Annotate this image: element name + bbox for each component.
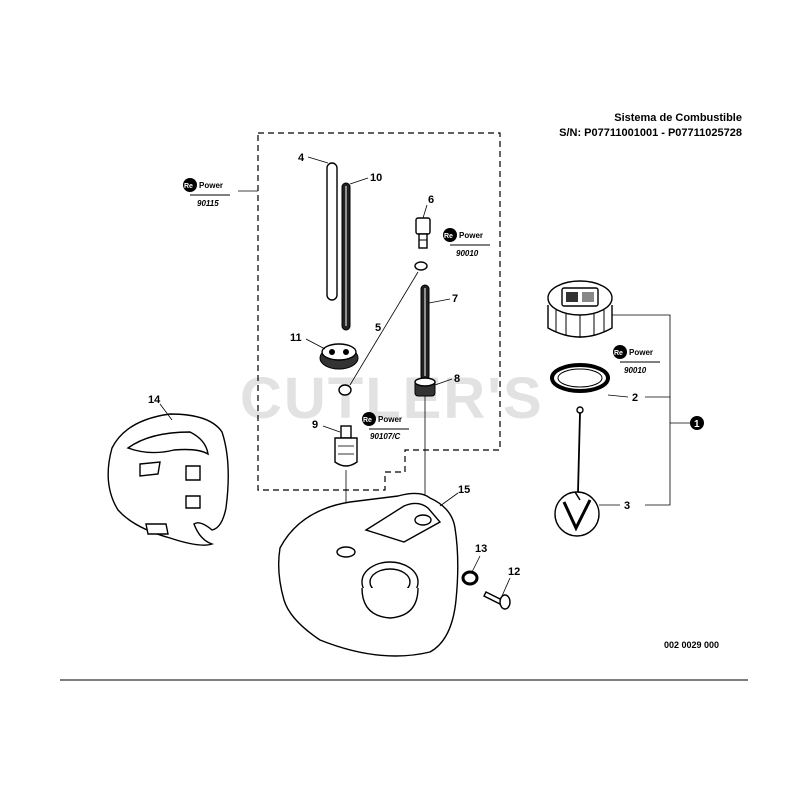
leader-14 xyxy=(159,403,173,421)
label-3: 3 xyxy=(624,500,630,512)
repower-badge-90107c: Re Power 90107/C xyxy=(362,412,409,441)
svg-text:Power: Power xyxy=(378,415,402,424)
leader-15 xyxy=(439,492,459,507)
svg-text:Re: Re xyxy=(614,350,623,357)
group-bracket xyxy=(612,314,671,506)
grommet-part xyxy=(319,343,359,370)
label-9: 9 xyxy=(312,419,318,431)
svg-text:Power: Power xyxy=(629,348,653,357)
o-ring-bottom xyxy=(338,384,352,396)
fuel-line-part xyxy=(326,162,338,301)
gasket-ring-part xyxy=(550,363,610,393)
leader-13 xyxy=(471,555,481,573)
label-1: 1 xyxy=(694,419,700,430)
leader-10 xyxy=(349,177,369,185)
label-8: 8 xyxy=(454,373,460,385)
fitting-part xyxy=(415,217,431,249)
svg-text:90010: 90010 xyxy=(456,249,479,258)
screw-part xyxy=(483,591,511,610)
label-11: 11 xyxy=(290,332,302,344)
leader-2 xyxy=(607,394,629,398)
label-10: 10 xyxy=(370,172,382,184)
tank-shroud-part xyxy=(107,413,229,546)
leader-8 xyxy=(434,378,453,386)
repower-badge-90010-top: Re Power 90010 xyxy=(443,228,490,258)
assembly-boundary xyxy=(257,132,501,491)
return-line-part xyxy=(420,284,430,381)
svg-text:Power: Power xyxy=(459,231,483,240)
svg-text:Power: Power xyxy=(199,181,223,190)
label-6: 6 xyxy=(428,194,434,206)
label-13: 13 xyxy=(475,543,487,555)
svg-text:Re: Re xyxy=(444,233,453,240)
leader-4 xyxy=(307,156,329,164)
watermark: CUTLER'S xyxy=(240,366,544,431)
leader-5 xyxy=(349,271,419,386)
washer-part xyxy=(461,570,479,586)
svg-text:90107/C: 90107/C xyxy=(370,432,400,441)
tether-part xyxy=(554,406,600,537)
label-1-marker xyxy=(690,416,704,430)
svg-text:90115: 90115 xyxy=(197,199,219,208)
label-4: 4 xyxy=(298,152,305,164)
label-12: 12 xyxy=(508,566,520,578)
diagram-title: Sistema de Combustible xyxy=(614,112,742,124)
svg-text:Re: Re xyxy=(363,417,372,424)
svg-text:Re: Re xyxy=(184,183,193,190)
svg-text:90010: 90010 xyxy=(624,366,647,375)
fuel-tank-part xyxy=(277,492,459,657)
label-2: 2 xyxy=(632,392,638,404)
label-7: 7 xyxy=(452,293,458,305)
vent-part xyxy=(414,377,436,397)
leader-11 xyxy=(305,338,326,350)
label-5: 5 xyxy=(375,322,381,334)
label-15: 15 xyxy=(458,484,470,496)
figure-code: 002 0029 000 xyxy=(664,640,719,650)
repower-badge-90115: Re Power 90115 xyxy=(183,178,230,208)
leader-12 xyxy=(501,577,511,597)
serial-range: S/N: P07711001001 - P07711025728 xyxy=(559,127,742,139)
leader-9 xyxy=(322,425,341,433)
leader-6 xyxy=(422,204,428,219)
repower-badge-90010-right: Re Power 90010 xyxy=(613,345,660,375)
leader-7 xyxy=(428,298,451,304)
o-ring-top xyxy=(414,261,428,271)
dark-fuel-line-part xyxy=(341,182,351,331)
fuel-filter-part xyxy=(334,425,358,467)
fuel-cap-part xyxy=(547,280,613,338)
label-14: 14 xyxy=(148,394,161,406)
